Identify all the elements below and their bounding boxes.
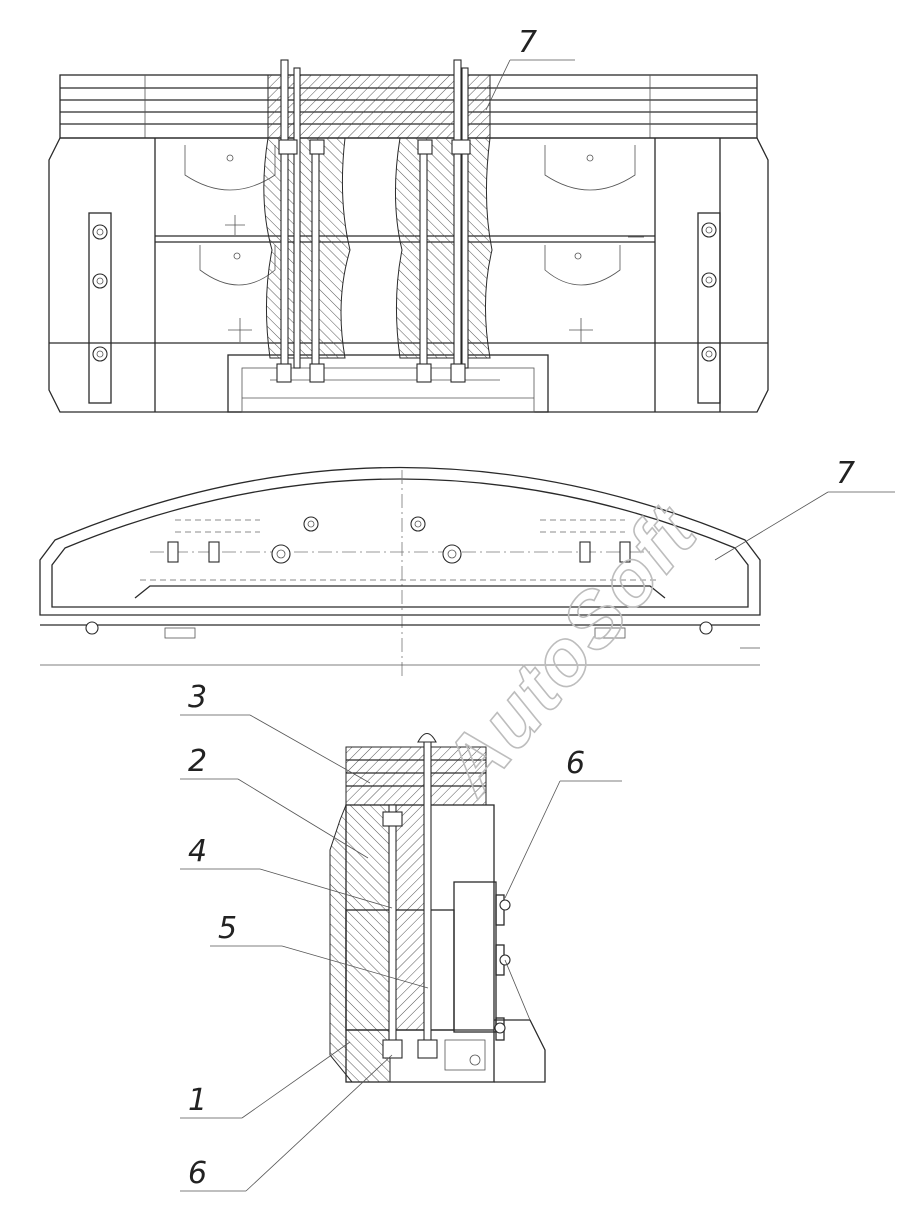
callout-label: 4: [188, 834, 207, 869]
callout-label: 2: [188, 744, 207, 779]
callout-7-front: 7: [485, 25, 575, 111]
callout-4: 4: [180, 834, 393, 909]
left-bracket: [88, 212, 112, 404]
right-bracket: [697, 212, 721, 404]
callout-label: 1: [188, 1083, 207, 1118]
callout-7-top: 7: [714, 456, 895, 561]
callout-label: 3: [188, 680, 207, 715]
callout-6-bottom: 6: [180, 1054, 393, 1192]
section-view: 3 2 4 5 1 6 6: [180, 680, 622, 1192]
callout-6-right: 6: [504, 746, 622, 899]
callout-label: 7: [518, 25, 537, 60]
tie-rods: [276, 59, 471, 383]
callout-label: 6: [566, 746, 585, 781]
front-view: 7: [48, 25, 769, 413]
callout-2: 2: [180, 744, 369, 859]
callout-1: 1: [180, 1041, 351, 1119]
callout-label: 5: [218, 911, 237, 946]
callout-label: 6: [188, 1156, 207, 1191]
callout-5: 5: [210, 911, 429, 989]
top-view: 7: [39, 456, 895, 680]
callout-label: 7: [836, 456, 855, 491]
callout-3: 3: [180, 680, 371, 784]
